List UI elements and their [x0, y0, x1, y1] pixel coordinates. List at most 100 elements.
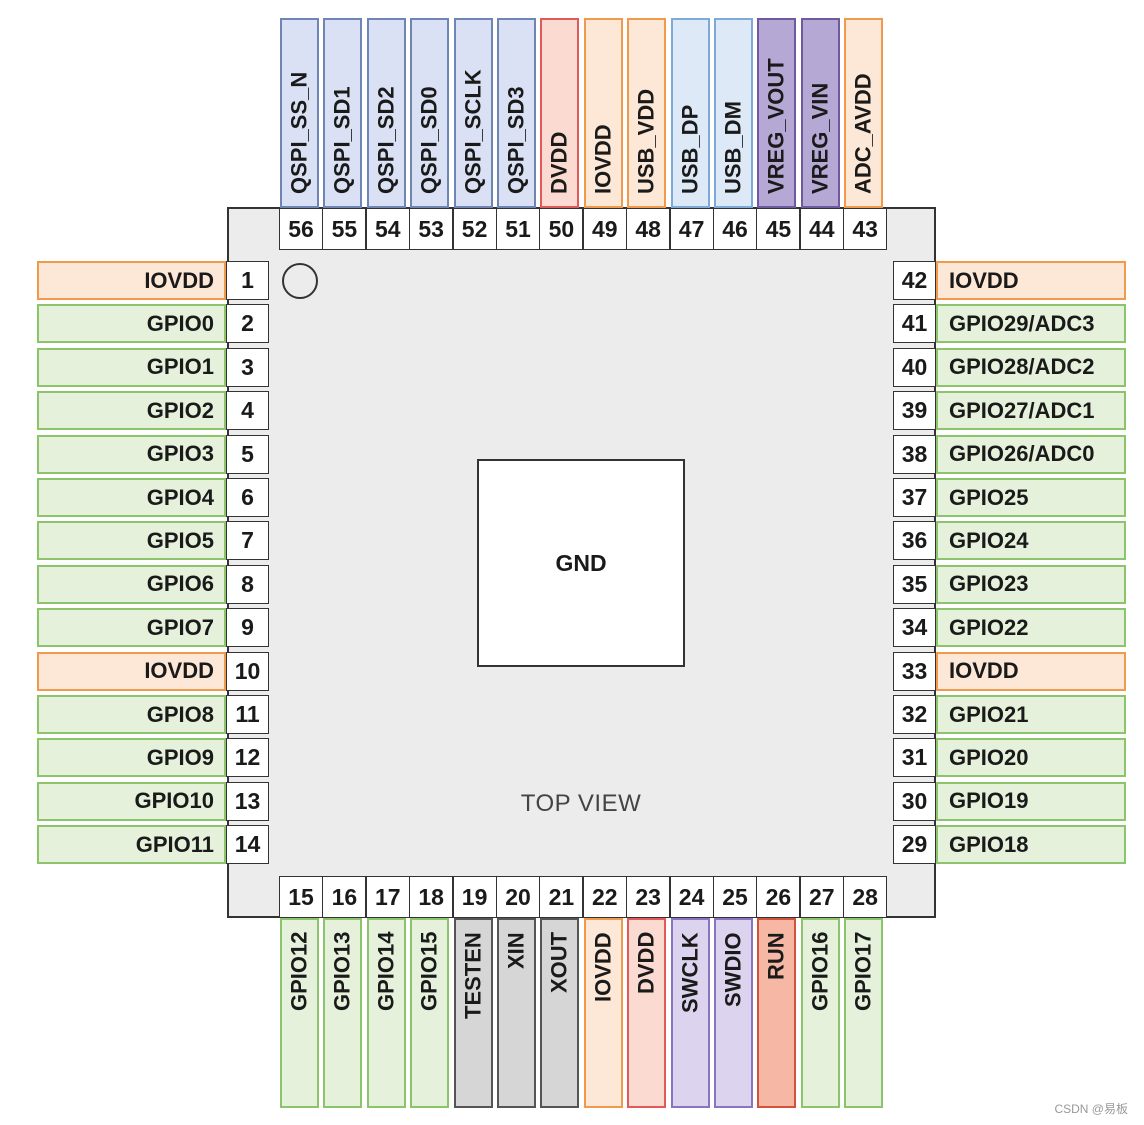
pin-number-31: 31 — [893, 738, 936, 778]
pin-label-18: GPIO15 — [410, 918, 450, 1108]
pin-number-54: 54 — [365, 208, 410, 250]
pin-label-23: DVDD — [627, 918, 667, 1108]
pin-label-9: GPIO7 — [37, 608, 226, 648]
pin-number-4: 4 — [226, 391, 269, 431]
pin-number-7: 7 — [226, 521, 269, 561]
pin-number-16: 16 — [322, 876, 367, 918]
pin-number-32: 32 — [893, 695, 936, 734]
pin-number-36: 36 — [893, 521, 936, 561]
pin-label-7: GPIO5 — [37, 521, 226, 561]
pin-label-19: TESTEN — [453, 918, 493, 1108]
pin-number-10: 10 — [226, 651, 269, 691]
pin-number-20: 20 — [496, 876, 540, 918]
pin-number-19: 19 — [452, 876, 497, 918]
pin-number-3: 3 — [226, 347, 269, 387]
pin-label-43: ADC_AVDD — [844, 18, 884, 208]
pin-number-37: 37 — [893, 478, 936, 517]
pin-label-11: GPIO8 — [37, 695, 226, 734]
pin-label-27: GPIO16 — [800, 918, 840, 1108]
pin-number-12: 12 — [226, 738, 269, 778]
pin-label-24: SWCLK — [670, 918, 710, 1108]
pin-number-51: 51 — [496, 208, 540, 250]
pin-label-44: VREG_VIN — [800, 18, 840, 208]
ground-pad: GND — [477, 459, 685, 667]
pin-number-9: 9 — [226, 608, 269, 648]
pin-label-26: RUN — [757, 918, 797, 1108]
view-label: TOP VIEW — [520, 790, 642, 817]
pin-label-42: IOVDD — [936, 261, 1126, 300]
pin-label-39: GPIO27/ADC1 — [936, 391, 1126, 431]
pin-label-47: USB_DP — [670, 18, 710, 208]
pin-number-47: 47 — [669, 208, 714, 250]
pin-number-28: 28 — [843, 876, 888, 918]
pin-label-56: QSPI_SS_N — [280, 18, 319, 208]
pin-number-29: 29 — [893, 825, 936, 865]
pin-label-3: GPIO1 — [37, 347, 226, 387]
pin-number-22: 22 — [582, 876, 627, 918]
pin-label-21: XOUT — [540, 918, 580, 1108]
pin-label-37: GPIO25 — [936, 478, 1126, 517]
pin-label-17: GPIO14 — [366, 918, 406, 1108]
pin-label-50: DVDD — [540, 18, 580, 208]
pin-number-35: 35 — [893, 564, 936, 604]
pin-number-11: 11 — [226, 695, 269, 734]
pin-number-23: 23 — [626, 876, 671, 918]
pin-label-36: GPIO24 — [936, 521, 1126, 561]
pin-label-40: GPIO28/ADC2 — [936, 347, 1126, 387]
pin-number-34: 34 — [893, 608, 936, 648]
pin-label-8: GPIO6 — [37, 564, 226, 604]
pin-label-25: SWDIO — [714, 918, 753, 1108]
pin-label-28: GPIO17 — [844, 918, 884, 1108]
pin-number-15: 15 — [279, 876, 323, 918]
pin-number-21: 21 — [539, 876, 584, 918]
pin-label-1: IOVDD — [37, 261, 226, 300]
pin-number-40: 40 — [893, 347, 936, 387]
pin-label-38: GPIO26/ADC0 — [936, 434, 1126, 474]
pin-number-50: 50 — [539, 208, 584, 250]
pin-number-13: 13 — [226, 781, 269, 821]
pin-number-17: 17 — [365, 876, 410, 918]
pin-label-51: QSPI_SD3 — [497, 18, 536, 208]
pin-label-29: GPIO18 — [936, 825, 1126, 865]
pin-label-22: IOVDD — [583, 918, 623, 1108]
pin-label-14: GPIO11 — [37, 825, 226, 865]
pin-number-2: 2 — [226, 304, 269, 344]
pin-number-52: 52 — [452, 208, 497, 250]
pin-label-6: GPIO4 — [37, 478, 226, 517]
pin-number-43: 43 — [843, 208, 888, 250]
pin-label-52: QSPI_SCLK — [453, 18, 493, 208]
pin-number-53: 53 — [409, 208, 454, 250]
pin-number-25: 25 — [713, 876, 757, 918]
pin-label-46: USB_DM — [714, 18, 753, 208]
pin-label-48: USB_VDD — [627, 18, 667, 208]
pin-label-31: GPIO20 — [936, 738, 1126, 778]
pin-number-26: 26 — [756, 876, 801, 918]
pin-number-38: 38 — [893, 434, 936, 474]
pin-number-48: 48 — [626, 208, 671, 250]
pin-label-13: GPIO10 — [37, 781, 226, 821]
pin-label-16: GPIO13 — [323, 918, 363, 1108]
pin-number-14: 14 — [226, 825, 269, 865]
pin-number-41: 41 — [893, 304, 936, 344]
pin-number-44: 44 — [799, 208, 844, 250]
pin-label-2: GPIO0 — [37, 304, 226, 344]
pin-label-10: IOVDD — [37, 651, 226, 691]
pin-label-34: GPIO22 — [936, 608, 1126, 648]
watermark: CSDN @易板 — [1054, 1102, 1128, 1116]
pin-number-8: 8 — [226, 564, 269, 604]
pin1-marker-icon — [282, 263, 318, 299]
pin-number-56: 56 — [279, 208, 323, 250]
pin-label-12: GPIO9 — [37, 738, 226, 778]
pin-number-46: 46 — [713, 208, 757, 250]
pin-number-39: 39 — [893, 391, 936, 431]
pin-label-5: GPIO3 — [37, 434, 226, 474]
pin-label-33: IOVDD — [936, 651, 1126, 691]
pin-number-30: 30 — [893, 781, 936, 821]
pin-number-55: 55 — [322, 208, 367, 250]
pin-label-54: QSPI_SD2 — [366, 18, 406, 208]
pin-label-49: IOVDD — [583, 18, 623, 208]
pin-number-27: 27 — [799, 876, 844, 918]
pin-label-35: GPIO23 — [936, 564, 1126, 604]
pin-number-5: 5 — [226, 434, 269, 474]
pin-number-6: 6 — [226, 478, 269, 517]
